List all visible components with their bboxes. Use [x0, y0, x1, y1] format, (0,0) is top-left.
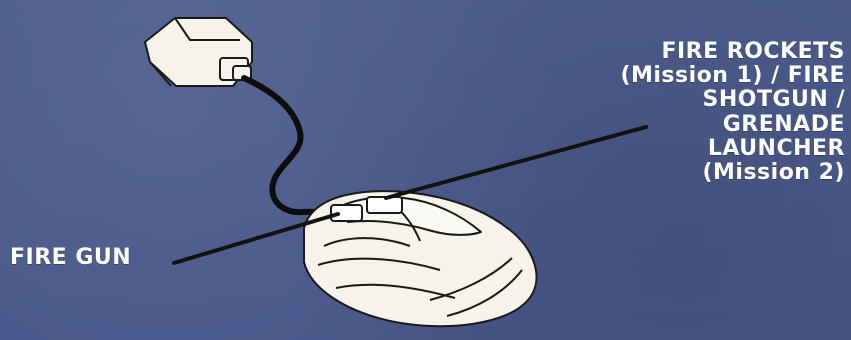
- mouse-body: [304, 191, 536, 326]
- right-button-label: FIRE ROCKETS (Mission 1) / FIRE SHOTGUN …: [515, 40, 845, 185]
- right-label-line-5: LAUNCHER: [515, 137, 845, 161]
- right-label-line-6: (Mission 2): [515, 161, 845, 185]
- right-label-line-4: GRENADE: [515, 113, 845, 137]
- fire-gun-label: FIRE GUN: [10, 246, 131, 269]
- right-label-line-2: (Mission 1) / FIRE: [515, 64, 845, 88]
- mouse-connector: [145, 18, 252, 86]
- right-label-line-3: SHOTGUN /: [515, 88, 845, 112]
- right-label-line-1: FIRE ROCKETS: [515, 40, 845, 64]
